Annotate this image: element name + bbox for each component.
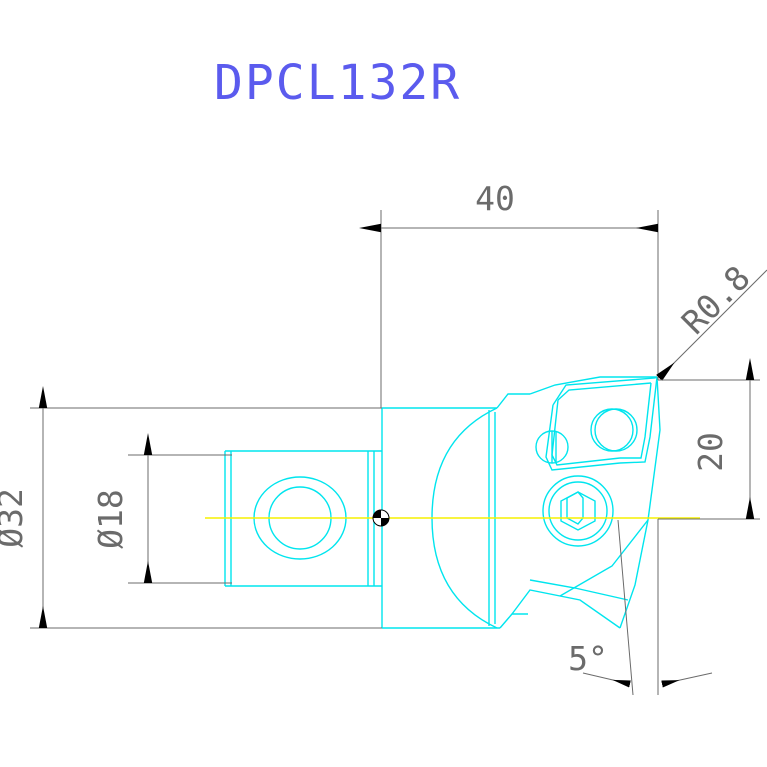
dimension-dia18: Ø18 [91, 433, 232, 584]
dimension-angle-5: 5° [568, 519, 713, 696]
tool-part-outline [224, 376, 661, 629]
dimension-20-label: 20 [691, 432, 730, 472]
dimension-dia32-label: Ø32 [0, 488, 30, 548]
page-title: DPCL132R [214, 55, 461, 111]
dimension-dia18-label: Ø18 [91, 489, 130, 549]
dimension-20: 20 [658, 358, 760, 520]
dimension-r08-label: R0.8 [674, 258, 758, 342]
dimension-40-label: 40 [475, 179, 515, 218]
dimension-40: 40 [359, 179, 659, 408]
dimension-angle-5-label: 5° [568, 639, 608, 678]
center-point-marker [372, 509, 390, 527]
dimension-r08: R0.8 [656, 258, 767, 381]
dimension-dia32: Ø32 [0, 386, 382, 629]
